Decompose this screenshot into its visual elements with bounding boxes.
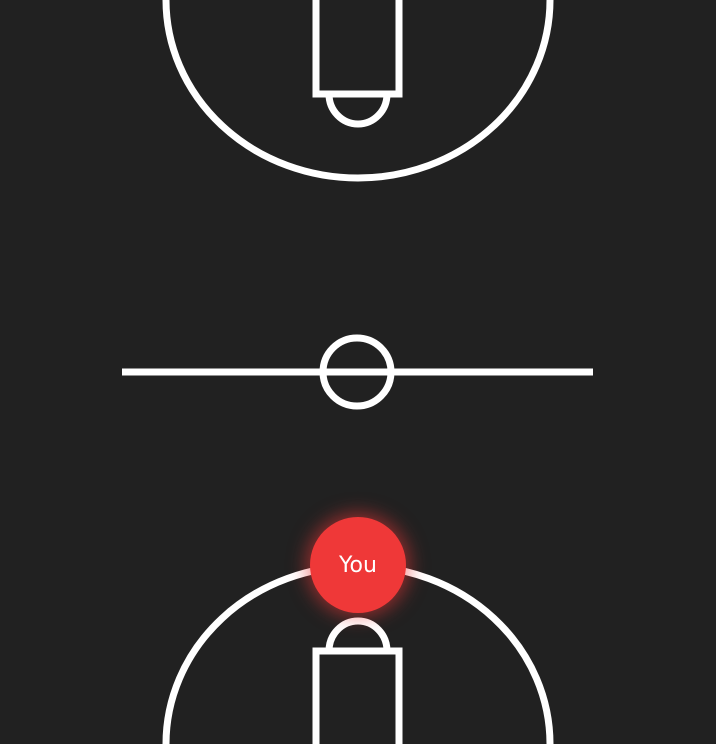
court-markings: [122, 0, 593, 744]
bottom-key-lane: [312, 647, 403, 744]
player-label: You: [339, 552, 377, 578]
top-key-lane: [312, 0, 403, 98]
player-token-you[interactable]: You: [310, 517, 406, 613]
center-circle: [319, 334, 395, 410]
top-three-point-arc: [162, 0, 554, 182]
top-free-throw-arc: [325, 93, 391, 128]
bottom-free-throw-arc: [325, 617, 391, 652]
